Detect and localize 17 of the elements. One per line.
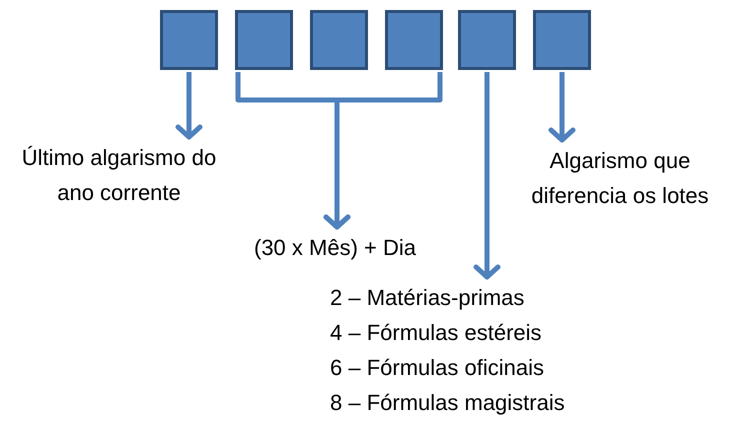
arrow <box>176 72 202 140</box>
list-item: 4 – Fórmulas estéreis <box>330 319 543 347</box>
annotation-text: Último algarismo do ano corrente <box>20 144 218 207</box>
digit-box <box>533 10 591 70</box>
digit-box <box>385 10 443 70</box>
list-item: 8 – Fórmulas magistrais <box>330 389 566 417</box>
list-item: 2 – Matérias-primas <box>330 284 526 312</box>
annotation-text: (30 x Mês) + Dia <box>253 234 417 262</box>
annotation-text: Algarismo que diferencia os lotes <box>530 147 710 210</box>
digit-box <box>310 10 368 70</box>
list-item: 6 – Fórmulas oficinais <box>330 354 545 382</box>
digit-box <box>235 10 293 70</box>
arrow <box>474 72 500 280</box>
digit-box <box>458 10 516 70</box>
arrow <box>548 72 576 142</box>
digit-box <box>160 10 218 70</box>
arrow <box>324 72 442 230</box>
